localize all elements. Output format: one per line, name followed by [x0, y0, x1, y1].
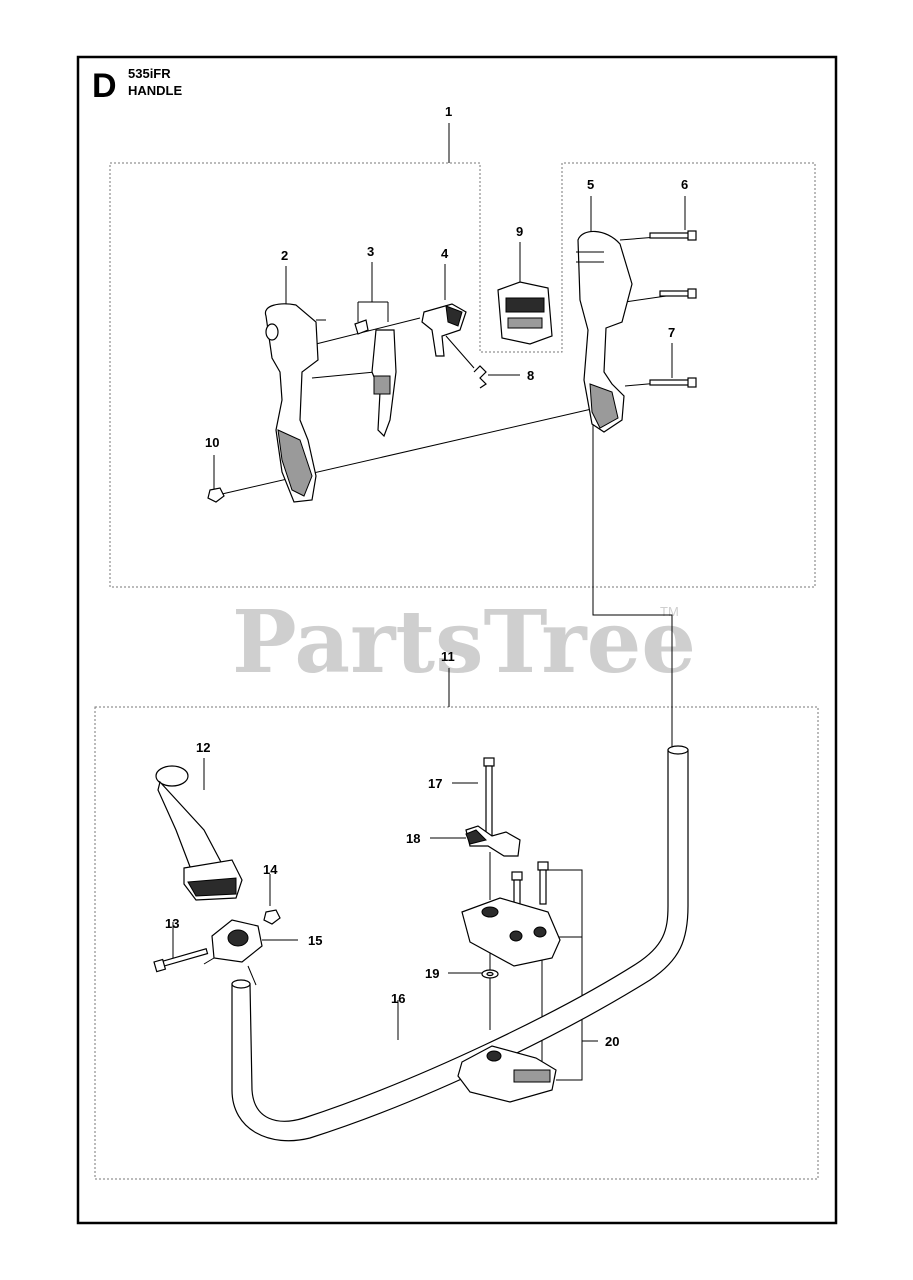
callout-5: 5	[587, 177, 594, 192]
bolt-17	[483, 757, 495, 843]
screw-6b	[659, 288, 697, 299]
stop-switch	[497, 281, 553, 345]
callout-labels: 1 2 3 4 5 6 7 8 9 10 11 12 13 14 15 16 1…	[165, 104, 688, 1049]
clamp-nut	[263, 909, 281, 925]
watermark: PartsTree	[232, 592, 696, 693]
callout-15: 15	[308, 933, 322, 948]
callout-14: 14	[263, 862, 278, 877]
handle-half-left	[264, 303, 326, 503]
upper-bracket	[461, 897, 561, 967]
screw-6	[649, 230, 697, 241]
callout-18: 18	[406, 831, 420, 846]
callout-3: 3	[367, 244, 374, 259]
leader-lines-upper	[213, 123, 686, 750]
callout-16: 16	[391, 991, 405, 1006]
callout-20: 20	[605, 1034, 619, 1049]
nut	[207, 487, 225, 503]
handle-half-right	[576, 230, 633, 433]
clamp	[211, 919, 263, 963]
screw-20a	[537, 861, 549, 905]
model-name: 535iFR	[128, 66, 171, 81]
wing-knob	[465, 825, 521, 857]
watermark-trademark: TM	[660, 604, 679, 619]
lower-bracket	[457, 1045, 557, 1103]
callout-6: 6	[681, 177, 688, 192]
grip	[155, 765, 243, 901]
callout-7: 7	[668, 325, 675, 340]
callout-13: 13	[165, 916, 179, 931]
page-frame	[76, 55, 838, 1225]
throttle-trigger	[354, 319, 397, 438]
washer	[481, 969, 499, 979]
callout-10: 10	[205, 435, 219, 450]
clamp-bolt	[153, 948, 209, 973]
screw-7	[649, 377, 697, 388]
callout-4: 4	[441, 246, 449, 261]
callout-2: 2	[281, 248, 288, 263]
group-box-assembly-11	[94, 706, 819, 1180]
callout-19: 19	[425, 966, 439, 981]
callout-8: 8	[527, 368, 534, 383]
callout-12: 12	[196, 740, 210, 755]
section-letter: D	[92, 67, 117, 105]
callout-17: 17	[428, 776, 442, 791]
callout-11: 11	[441, 649, 455, 664]
loop-handle-tube	[231, 745, 689, 1142]
lockout-lever	[421, 303, 475, 369]
group-box-assembly-1	[109, 162, 816, 588]
callout-1: 1	[445, 104, 452, 119]
spring	[473, 365, 487, 389]
diagram-title: HANDLE	[128, 83, 182, 98]
callout-9: 9	[516, 224, 523, 239]
